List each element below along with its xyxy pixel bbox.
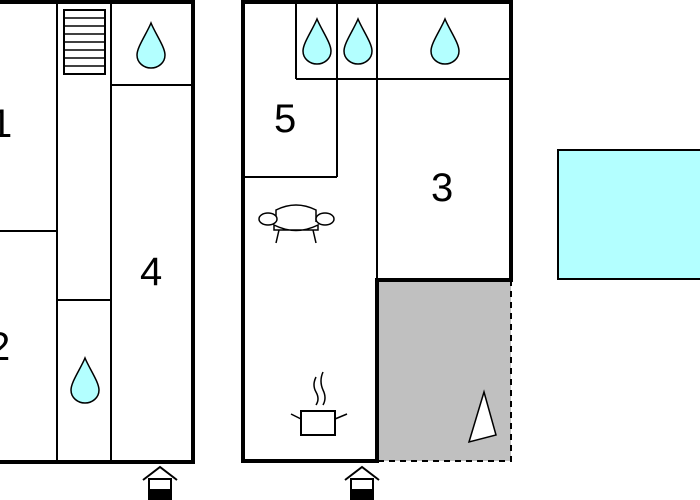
entrance-house-icon (344, 465, 380, 500)
entrance-house-icon (142, 465, 178, 500)
room-label-5: 5 (274, 97, 296, 141)
water-drop-icon (430, 18, 460, 65)
terrace-sun-icon (467, 389, 497, 444)
terrace-dashed-border (377, 280, 512, 462)
stairs-icon (63, 9, 106, 75)
water-drop-icon (343, 18, 373, 65)
sofa-icon (258, 204, 335, 244)
room-label-1: 1 (0, 102, 12, 146)
room-label-2: 2 (0, 325, 10, 369)
left-building: 1 2 4 (0, 0, 195, 500)
water-drop-icon (302, 18, 332, 65)
pool (557, 149, 700, 280)
left-building-outer-wall (0, 0, 195, 464)
room-label-4: 4 (140, 250, 162, 294)
cooking-pot-icon (290, 371, 348, 436)
right-building: 5 3 (241, 0, 513, 500)
room-label-3: 3 (431, 166, 453, 210)
